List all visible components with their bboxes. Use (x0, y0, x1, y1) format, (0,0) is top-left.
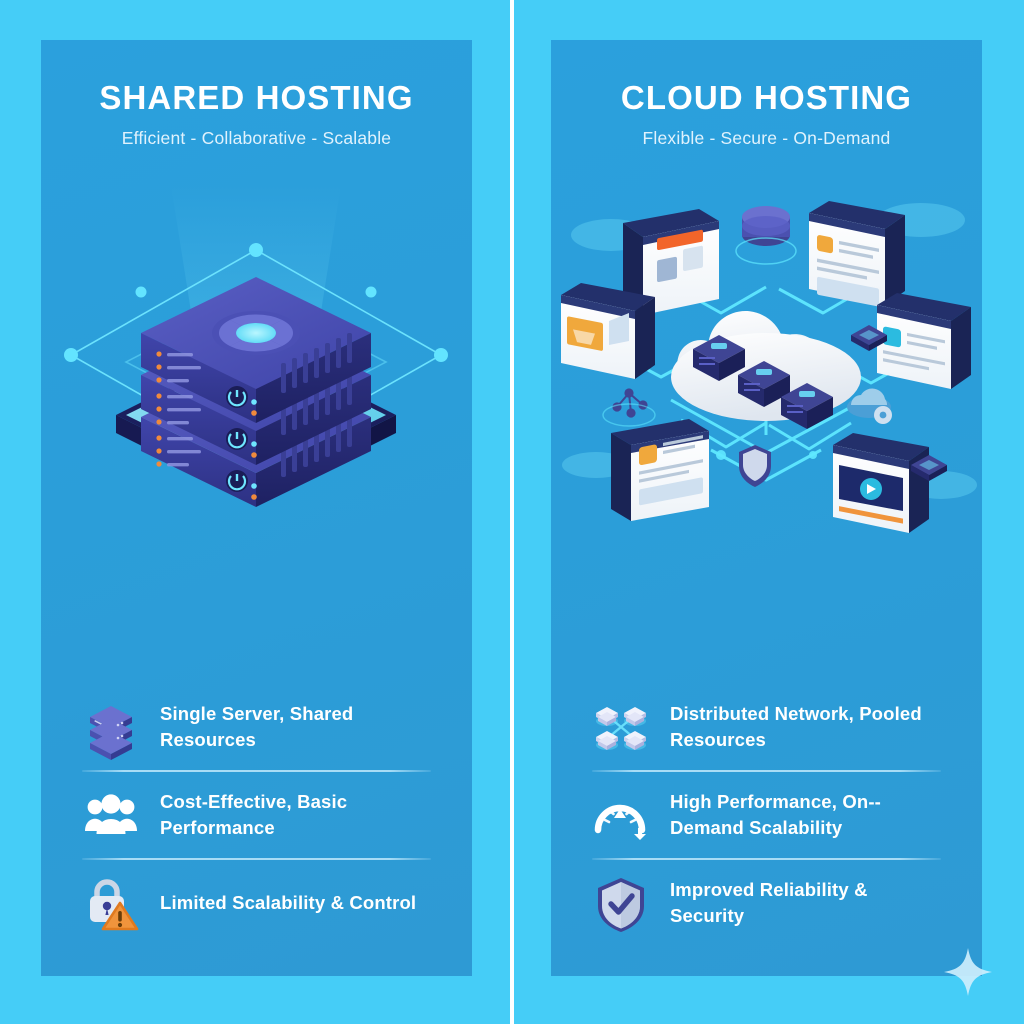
feature-divider (82, 770, 431, 772)
feature-divider (592, 770, 941, 772)
isometric-cloud-network-svg (561, 200, 977, 533)
list-item-label: Cost-Effective, Basic Performance (160, 790, 348, 838)
browser-window-profile-3 (611, 418, 709, 521)
panel-header-shared: SHARED HOSTING Efficient - Collaborative… (41, 40, 472, 149)
list-item[interactable]: Single Server, Shared Resources (82, 684, 431, 770)
chip-icon-1 (851, 324, 887, 351)
page-title-cloud: CLOUD HOSTING (620, 79, 913, 116)
server-stack-icon (82, 698, 140, 760)
database-icon (735, 205, 797, 265)
list-item-label: High Performance, On--Demand Scalability (670, 790, 881, 838)
subtitle-cloud: Flexible - Secure - On-Demand (642, 127, 891, 148)
list-item[interactable]: Limited Scalability & Control (82, 860, 431, 946)
feature-divider (82, 858, 431, 860)
gauge-arrow-icon (592, 786, 650, 844)
panel-header-cloud: CLOUD HOSTING Flexible - Secure - On-Dem… (551, 40, 982, 149)
chip-icon-2 (911, 454, 947, 481)
browser-window-profile-2 (877, 292, 971, 389)
browser-window-video (833, 432, 929, 533)
shield-icon-small (739, 444, 771, 487)
list-item-label: Distributed Network, Pooled Resources (670, 702, 922, 750)
distributed-servers-icon (592, 698, 650, 756)
panel-shared-hosting: SHARED HOSTING Efficient - Collaborative… (41, 40, 472, 976)
network-nodes-icon (602, 388, 656, 427)
list-item[interactable]: Cost-Effective, Basic Performance (82, 772, 431, 858)
illustration-shared-hosting (41, 165, 472, 565)
four-point-sparkle-icon (942, 946, 994, 998)
feature-list-shared: Single Server, Shared Resources Cost-Eff… (82, 684, 431, 946)
lock-warning-icon (82, 874, 140, 932)
list-item[interactable]: Improved Reliability & Security (592, 860, 941, 946)
people-group-icon (82, 786, 140, 844)
page-title-shared: SHARED HOSTING (99, 79, 414, 116)
browser-window-profile-1 (809, 200, 905, 307)
illustration-cloud-hosting (551, 165, 982, 565)
list-item-label: Single Server, Shared Resources (160, 702, 354, 750)
list-item[interactable]: High Performance, On--Demand Scalability (592, 772, 941, 858)
shield-check-icon (592, 874, 650, 932)
cloud-lock-icon (847, 388, 892, 424)
feature-divider (592, 858, 941, 860)
panel-divider (510, 0, 514, 1024)
list-item-label: Improved Reliability & Security (670, 878, 868, 926)
panel-cloud-hosting: CLOUD HOSTING Flexible - Secure - On-Dem… (551, 40, 982, 976)
list-item[interactable]: Distributed Network, Pooled Resources (592, 684, 941, 770)
feature-list-cloud: Distributed Network, Pooled Resources (592, 684, 941, 946)
subtitle-shared: Efficient - Collaborative - Scalable (121, 127, 392, 148)
isometric-single-server-stack-svg (64, 184, 448, 507)
list-item-label: Limited Scalability & Control (160, 891, 417, 913)
browser-window-cart (561, 282, 655, 379)
